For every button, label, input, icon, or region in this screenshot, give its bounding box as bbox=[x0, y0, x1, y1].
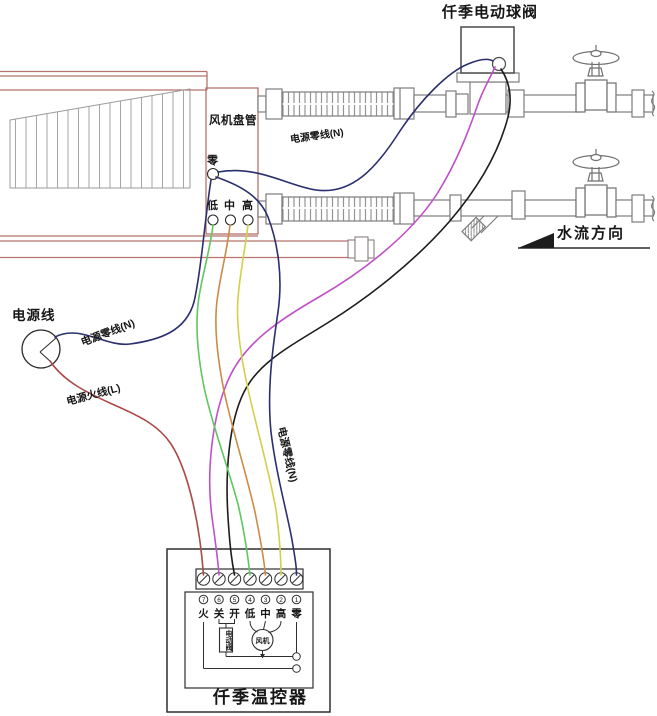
bottom-pipe-2 bbox=[524, 199, 577, 217]
wire-valve-open bbox=[226, 68, 511, 576]
terminal-function-label: 关 bbox=[214, 607, 225, 620]
terminal-number: 4 bbox=[248, 597, 252, 604]
water-flow-label: 水流方向 bbox=[557, 225, 626, 242]
terminal-number: 5 bbox=[233, 597, 237, 604]
wires bbox=[49, 58, 511, 576]
terminal-function-label: 低 bbox=[244, 607, 256, 620]
cable-gland bbox=[491, 56, 507, 72]
terminal-high bbox=[242, 214, 254, 226]
fan-coil-low-label: 低 bbox=[207, 200, 218, 212]
terminal-function-label: 高 bbox=[276, 607, 287, 620]
terminal-number-circle bbox=[229, 594, 240, 605]
drain-end-fitting bbox=[347, 236, 375, 262]
terminal-number-circle bbox=[245, 594, 255, 605]
thermostat-outer-box bbox=[166, 548, 331, 713]
terminal-function-label: 零 bbox=[290, 608, 302, 620]
terminal-number-circle bbox=[276, 594, 286, 605]
fan-coil-unit bbox=[0, 70, 349, 259]
terminal-screw-slot bbox=[261, 574, 270, 584]
terminal-number-circle bbox=[198, 594, 209, 605]
terminal-low bbox=[207, 214, 219, 226]
fan-coil-high-label: 高 bbox=[242, 200, 253, 212]
terminal-screw-slot bbox=[292, 574, 301, 584]
terminal-number: 1 bbox=[295, 597, 299, 604]
bottom-hose-nut-right bbox=[393, 192, 415, 225]
wire-power-neutral bbox=[54, 179, 212, 345]
terminal-function-label: 中 bbox=[260, 607, 271, 620]
thermostat-title: 仟季温控器 bbox=[213, 688, 308, 707]
motor-valve-title: 仟季电动球阀 bbox=[442, 4, 539, 21]
terminal-number-circle bbox=[291, 594, 302, 605]
terminal-number-circle bbox=[260, 594, 271, 605]
terminal-block: 7 火 6 关 5 开 4 低 3 中 2 高 1 零 bbox=[196, 572, 304, 620]
terminal-function-label: 开 bbox=[229, 608, 240, 620]
fan-coil-label: 风机盘管 bbox=[209, 115, 257, 127]
coil-hatch bbox=[9, 88, 191, 189]
fan-coil-terminals bbox=[206, 167, 254, 226]
fan-coil-terminal-panel bbox=[205, 87, 259, 235]
fan-symbol-label: 风机 bbox=[255, 637, 270, 645]
wire-fan-mid bbox=[215, 224, 267, 576]
water-flow-arrow bbox=[518, 233, 650, 249]
pipe-break-bottom bbox=[650, 195, 656, 222]
power-cord-label: 电源线 bbox=[12, 308, 56, 323]
strainer-body bbox=[460, 199, 513, 217]
wire-neutral-to-valve bbox=[217, 58, 494, 192]
thermostat-inner-box bbox=[184, 591, 314, 689]
terminal-number: 2 bbox=[279, 597, 283, 604]
terminal-number: 7 bbox=[202, 597, 206, 604]
top-hose-nut-left bbox=[265, 88, 283, 120]
wire-fan-high bbox=[236, 224, 282, 576]
terminal-number-circle bbox=[214, 594, 224, 605]
terminal-screw-slot bbox=[230, 574, 239, 584]
bottom-flex-hose bbox=[281, 196, 395, 222]
terminal-function-label: 火 bbox=[198, 608, 209, 620]
power-cord-source bbox=[21, 329, 61, 369]
motor-valve-actuator bbox=[460, 26, 515, 74]
top-flex-hose bbox=[281, 91, 395, 117]
terminal-screw-slot bbox=[276, 574, 286, 584]
top-stub bbox=[257, 95, 267, 113]
terminal-screw-slot bbox=[199, 574, 208, 584]
fan-coil-neutral-label: 零 bbox=[207, 155, 218, 167]
terminal-mid bbox=[224, 214, 237, 226]
terminal-number: 6 bbox=[217, 597, 221, 604]
gate-valve-top bbox=[572, 45, 620, 113]
fan-coil-mid-label: 中 bbox=[224, 200, 235, 212]
terminal-screw-slot bbox=[245, 574, 255, 584]
terminal-screw-slot bbox=[214, 574, 224, 584]
wire-fan-low bbox=[196, 224, 251, 576]
pipe-break-top bbox=[650, 90, 656, 117]
gate-valve-bottom bbox=[572, 149, 620, 218]
terminal-number: 3 bbox=[264, 597, 268, 604]
thermostat: 7 火 6 关 5 开 4 低 3 中 2 高 1 零 bbox=[166, 548, 331, 713]
piping bbox=[257, 45, 656, 242]
valve-relay-label: 电动阀 bbox=[225, 630, 232, 651]
wire-neutral-to-thermostat bbox=[215, 176, 298, 576]
top-pipe-1 bbox=[413, 94, 447, 113]
y-strainer-leg bbox=[461, 215, 499, 242]
wire-valve-close bbox=[208, 66, 496, 576]
wire-power-live bbox=[49, 360, 205, 576]
